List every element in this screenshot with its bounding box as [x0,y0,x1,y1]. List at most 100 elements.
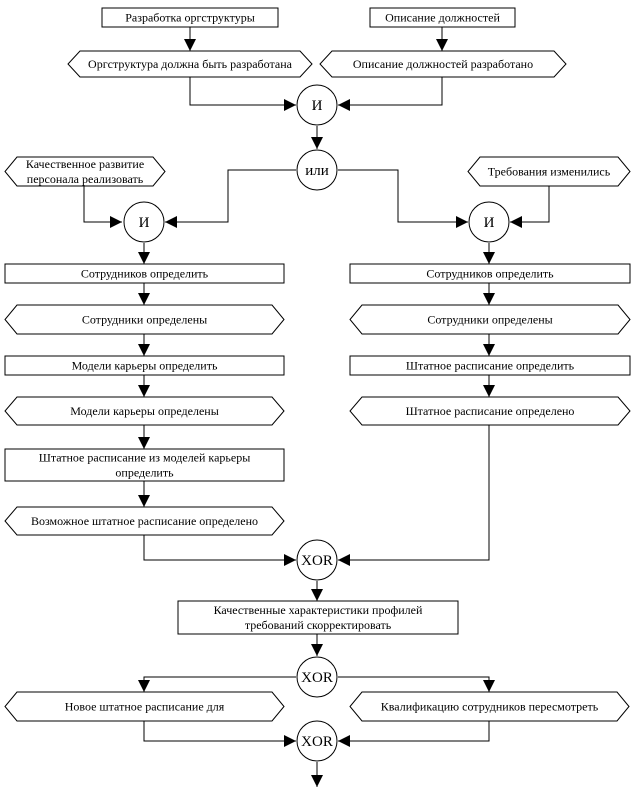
function-box [4,263,285,284]
flow-line [338,676,490,692]
flow-line [338,425,490,561]
flow-line [143,721,296,742]
arrowhead [165,216,177,228]
event-hexagon [4,691,285,722]
event-label-text: Требования изменились [488,165,611,179]
event-hexagon [67,50,313,78]
connector-xor_join[interactable]: XOR [296,539,338,581]
connector-circle [296,149,338,191]
function-label-text: требований скорректировать [245,618,392,632]
function-f_quality_profiles[interactable]: Качественные характеристики профилейтреб… [177,600,459,635]
flow-line [83,186,122,223]
event-label-text: Новое штатное расписание для [65,700,225,714]
connector-circle [296,539,338,581]
event-hexagon [349,691,630,722]
connector-xor_split[interactable]: XOR [296,656,338,698]
arrowhead [138,437,150,449]
event-label-text: Описание должностей разработано [353,57,533,71]
function-box [4,448,285,482]
function-f_staffing_from_models[interactable]: Штатное расписание из моделей карьерыопр… [4,448,285,482]
event-e_requirements_changed[interactable]: Требования изменились [467,156,631,187]
event-label-text: Модели карьеры определены [70,404,219,418]
event-label-text: персонала реализовать [27,172,144,186]
flow-line [510,186,550,223]
arrowhead [311,137,323,149]
event-e_possible_staffing[interactable]: Возможное штатное расписание определено [4,506,285,536]
event-e_right_staff_done[interactable]: Сотрудники определены [349,304,631,335]
event-hexagon [349,396,631,426]
flow-line [165,169,296,223]
connector-label: И [312,98,323,114]
function-f_staffing[interactable]: Штатное расписание определить [349,355,631,376]
function-label-text: Модели карьеры определить [72,359,218,373]
arrowhead [110,216,122,228]
flow-line [338,721,490,742]
flow-edge [338,425,490,566]
flow-edge [311,634,323,656]
arrowhead [138,385,150,397]
event-e_orgstructure_todo[interactable]: Оргструктура должна быть разработана [67,50,313,78]
arrowhead [483,680,495,692]
function-label-text: определить [115,466,174,480]
flow-edge [83,186,122,228]
function-f_career_models[interactable]: Модели карьеры определить [4,355,285,376]
connector-label: XOR [301,553,333,569]
function-box [4,355,285,376]
flow-line [143,535,296,561]
event-hexagon [319,50,567,78]
event-label-text: Качественное развитие [26,157,144,171]
event-e_career_models_done[interactable]: Модели карьеры определены [4,396,285,426]
flow-edge [483,283,495,305]
event-hexagon [349,304,631,335]
flow-edge [165,169,296,228]
flow-edge [311,762,323,787]
arrowhead [284,99,296,111]
connector-label: И [139,215,150,231]
flow-line [143,676,296,692]
event-e_left_staff_done[interactable]: Сотрудники определены [4,304,285,335]
event-e_descriptions_done[interactable]: Описание должностей разработано [319,50,567,78]
flow-edge [138,243,150,264]
event-hexagon [4,506,285,536]
flow-edge [311,581,323,601]
flow-edge [138,375,150,397]
event-e_staffing_done[interactable]: Штатное расписание определено [349,396,631,426]
arrowhead [311,775,323,787]
arrowhead [338,735,350,747]
event-label-text: Оргструктура должна быть разработана [88,57,293,71]
function-f_right_staff[interactable]: Сотрудников определить [349,263,631,284]
flow-edge [184,27,196,51]
flow-edge [143,721,296,747]
flow-edge [338,77,443,111]
arrowhead [311,589,323,601]
connector-or_split[interactable]: или [296,149,338,191]
function-f_orgstructure[interactable]: Разработка оргструктуры [101,7,279,28]
function-box [349,355,631,376]
arrowhead [138,293,150,305]
event-e_review_qualification[interactable]: Квалификацию сотрудников пересмотреть [349,691,630,722]
flow-edge [138,425,150,449]
function-label-text: Качественные характеристики профилей [214,603,423,617]
function-label-text: Штатное расписание из моделей карьеры [39,451,251,465]
connector-label: или [305,163,329,179]
event-e_new_staffing[interactable]: Новое штатное расписание для [4,691,285,722]
connector-and_left[interactable]: И [123,201,165,243]
arrowhead [483,293,495,305]
flow-edge [338,169,468,228]
arrowhead [436,39,448,51]
flow-edge [311,126,323,149]
connector-xor_end[interactable]: XOR [296,720,338,762]
function-label-text: Описание должностей [385,11,500,25]
event-label-text: Сотрудники определены [82,313,207,327]
function-f_left_staff[interactable]: Сотрудников определить [4,263,285,284]
event-hexagon [4,304,285,335]
connector-and_right[interactable]: И [468,201,510,243]
function-f_job_descriptions[interactable]: Описание должностей [369,7,516,28]
flow-edge [138,334,150,356]
event-hexagon [467,156,631,187]
arrowhead [483,252,495,264]
arrowhead [338,99,350,111]
connector-and_top[interactable]: И [296,84,338,126]
